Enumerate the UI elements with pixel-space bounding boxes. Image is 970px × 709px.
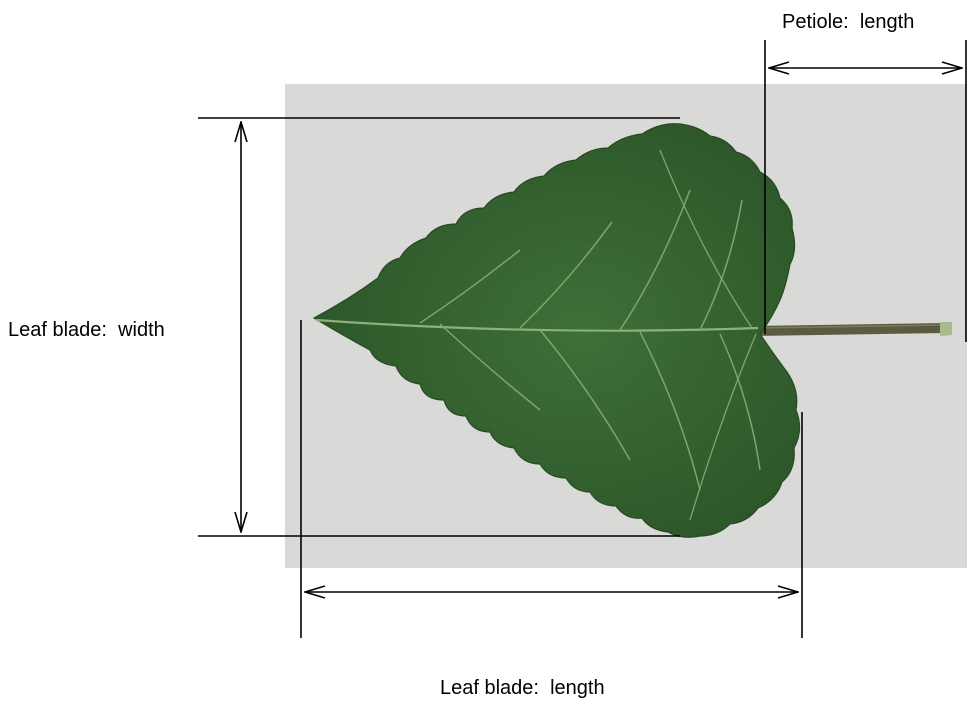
leaf-blade-length-label: Leaf blade: length bbox=[440, 678, 605, 698]
leaf-blade-width-label: Leaf blade: width bbox=[8, 320, 165, 340]
petiole-length-label: Petiole: length bbox=[782, 12, 914, 32]
